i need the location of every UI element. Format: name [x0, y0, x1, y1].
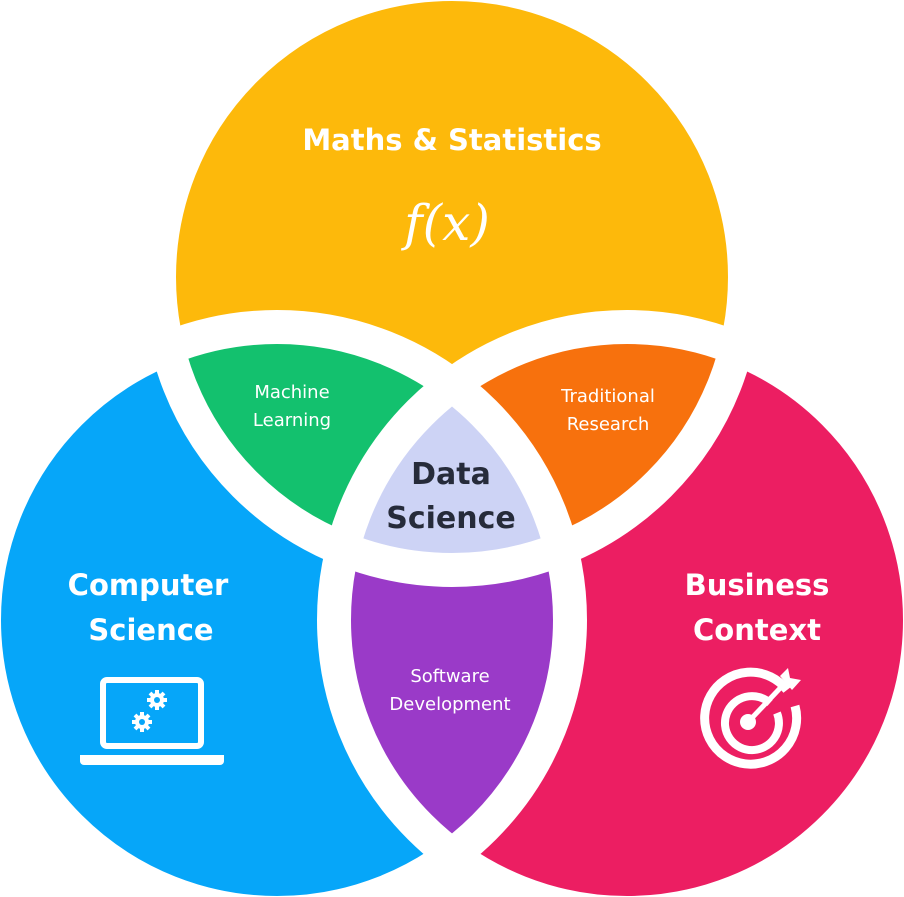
traditional-research-region — [334, 327, 745, 570]
formula-fx: f(x) — [400, 194, 490, 252]
computer-science-label-2: Science — [88, 613, 213, 647]
business-context-label-1: Business — [685, 568, 830, 602]
software-development-label-1: Software — [410, 666, 489, 687]
software-development-label-2: Development — [389, 694, 510, 715]
traditional-research-label-2: Research — [567, 414, 650, 435]
traditional-research-label-1: Traditional — [560, 386, 655, 407]
machine-learning-region — [159, 327, 570, 570]
machine-learning-label-2: Learning — [253, 410, 331, 431]
laptop-gears-icon — [80, 677, 224, 765]
maths-statistics-label: Maths & Statistics — [302, 123, 601, 157]
target-arrow-icon — [700, 667, 802, 769]
machine-learning-label-1: Machine — [254, 382, 329, 403]
computer-science-label-1: Computer — [68, 568, 229, 602]
business-context-label-2: Context — [693, 613, 821, 647]
data-science-label-2: Science — [386, 501, 516, 536]
data-science-label-1: Data — [411, 457, 491, 492]
